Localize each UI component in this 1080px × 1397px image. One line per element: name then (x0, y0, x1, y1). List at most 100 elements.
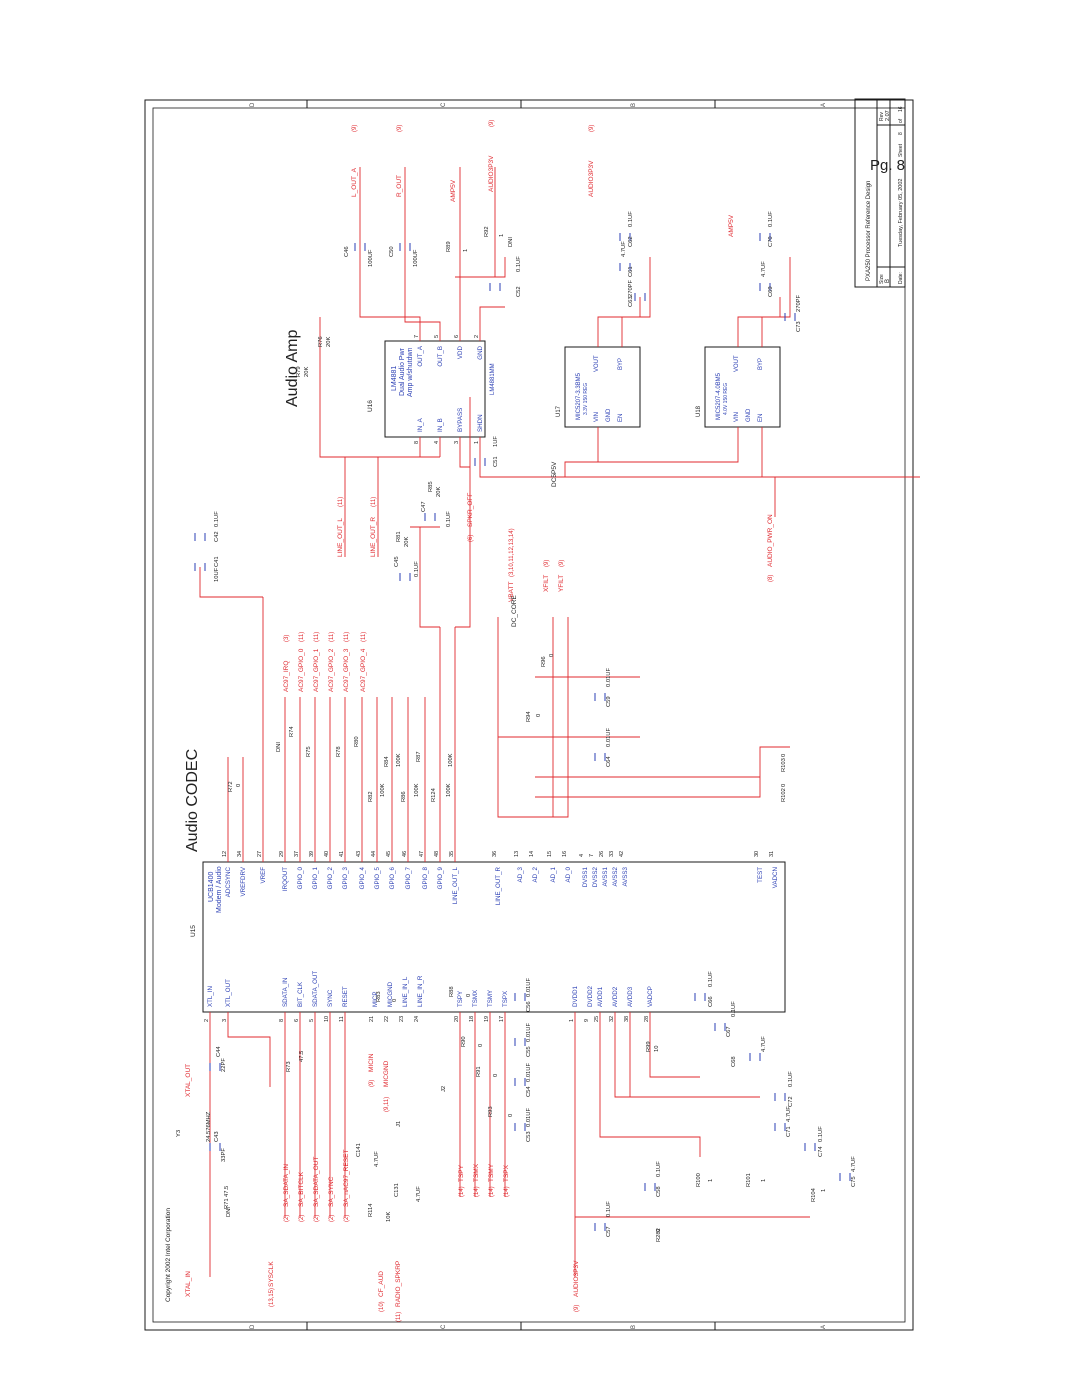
codec-pin-num: 38 (624, 1016, 630, 1022)
amp-pin-num: 6 (454, 335, 460, 338)
svg-text:R104: R104 (811, 1187, 817, 1202)
amp-pin-name: SHDN (477, 414, 484, 432)
svg-text:0.01UF: 0.01UF (606, 668, 612, 687)
codec-pin-name: TSMY (487, 990, 494, 1007)
codec-pin-num: 23 (399, 1016, 405, 1022)
svg-text:1: 1 (821, 1189, 827, 1192)
svg-text:C59: C59 (606, 696, 612, 707)
codec-pin-name: ADCSYNC (225, 866, 232, 897)
svg-text:C58: C58 (656, 1186, 662, 1197)
net-cf-aud: CF_AUD (378, 1271, 385, 1297)
svg-text:(14): (14) (504, 1186, 510, 1197)
amp-pin-name: GND (477, 345, 484, 359)
net-sysclk: SYSCLK (268, 1261, 275, 1287)
svg-text:R73: R73 (286, 1061, 292, 1072)
svg-text:4.7UF: 4.7UF (761, 261, 767, 277)
amp-pin-name: OUT_A (417, 345, 424, 367)
svg-text:0: 0 (478, 1044, 484, 1047)
svg-text:100K: 100K (448, 753, 454, 767)
codec-pin-num: 28 (644, 1016, 650, 1022)
page-number: Pg. 8 (870, 157, 905, 174)
svg-text:24.576MHZ: 24.576MHZ (206, 1111, 212, 1142)
svg-text:R78: R78 (336, 746, 342, 757)
svg-text:C75: C75 (851, 1176, 857, 1187)
svg-text:0: 0 (466, 994, 472, 997)
component-labels: R76 20K R79 20K C46 100UF C50 100UF R89 … (176, 211, 857, 1242)
codec-pin-name: DVDD2 (587, 985, 594, 1007)
codec-pin-num: 19 (484, 1016, 490, 1022)
amp-pin-num: 4 (434, 441, 440, 444)
svg-text:4.7UF: 4.7UF (786, 1106, 792, 1122)
svg-text:100K: 100K (396, 753, 402, 767)
svg-text:C55: C55 (526, 1046, 532, 1057)
svg-text:(11): (11) (396, 1312, 402, 1322)
svg-text:GND: GND (746, 408, 752, 422)
svg-text:3.3V 150 REG: 3.3V 150 REG (583, 383, 589, 415)
codec-pin-num: 45 (386, 851, 392, 857)
svg-text:C71: C71 (786, 1126, 792, 1137)
svg-text:20K: 20K (436, 487, 442, 497)
amp-part: LM4881 (391, 366, 398, 391)
codec-pin-num: 3 (222, 1019, 228, 1022)
net-reset: SA_nAC97_RESET (343, 1150, 350, 1207)
codec-pin-num: 42 (619, 851, 625, 857)
net-xfilt: XFILT (543, 575, 550, 592)
svg-text:0: 0 (781, 754, 787, 757)
zone-letter: A (821, 1325, 827, 1329)
wires (199, 167, 920, 1277)
size-value: B (885, 279, 891, 283)
svg-text:1UF: 1UF (493, 436, 499, 447)
svg-text:C73: C73 (796, 321, 802, 332)
svg-text:4.7UF: 4.7UF (851, 1156, 857, 1172)
svg-text:C141: C141 (356, 1143, 362, 1157)
net-audio3p3v: AUDIO3P3V (488, 155, 495, 192)
svg-text:BYP: BYP (618, 358, 624, 370)
svg-text:EN: EN (758, 414, 764, 422)
svg-text:0: 0 (508, 1114, 514, 1117)
svg-text:DNI: DNI (226, 1207, 232, 1217)
codec-pin-name: AD_0 (565, 866, 572, 882)
codec-pin-num: 15 (547, 851, 553, 857)
codec-pin-num: 7 (589, 854, 595, 857)
svg-text:(14): (14) (474, 1186, 480, 1197)
net-audio3p3v-3: AUDIO3P3V (573, 1260, 580, 1297)
svg-text:47.5: 47.5 (299, 1051, 305, 1062)
svg-text:C47: C47 (421, 501, 427, 512)
zone-letter: B (631, 103, 637, 107)
codec-pin-num: 6 (294, 1019, 300, 1022)
svg-text:1: 1 (761, 1179, 767, 1182)
svg-text:R82: R82 (368, 791, 374, 802)
svg-text:R114: R114 (368, 1203, 374, 1217)
net-amp5v-2: AMP5V (728, 214, 735, 237)
codec-pin-name: VREFDRV (240, 866, 247, 896)
codec-pin-name: LINE_OUT_L (452, 866, 459, 904)
svg-text:(11): (11) (338, 497, 344, 507)
net-l-out-a: L_OUT_A (351, 167, 358, 197)
svg-text:20K: 20K (326, 337, 332, 347)
codec-pin-num: 2 (204, 1019, 210, 1022)
codec-pin-num: 25 (594, 1016, 600, 1022)
amp-pin-num: 3 (454, 441, 460, 444)
codec-pin-num: 34 (237, 851, 243, 857)
net-gpio3: AC97_GPIO_3 (343, 648, 350, 692)
svg-text:0.1UF: 0.1UF (606, 1201, 612, 1217)
size-label: Size (879, 274, 885, 284)
svg-text:10UF: 10UF (214, 567, 220, 582)
svg-text:GND: GND (606, 408, 612, 422)
svg-text:(9): (9) (369, 1080, 375, 1087)
codec-pin-name: TEST (757, 867, 764, 883)
codec-ic: U15 UCB1400 Modem / Audio (190, 861, 786, 1013)
net-tspy: TSPY (458, 1164, 465, 1182)
svg-text:0.1UF: 0.1UF (656, 1161, 662, 1177)
svg-text:R79: R79 (296, 366, 302, 377)
codec-pin-name: AVSS1 (602, 866, 609, 886)
svg-text:1: 1 (463, 249, 469, 252)
svg-text:(9): (9) (397, 125, 403, 132)
codec-pin-num: 5 (309, 1019, 315, 1022)
net-yfilt: YFILT (558, 575, 565, 592)
svg-text:C54: C54 (526, 1086, 532, 1097)
amp-pin-name: BYPASS (457, 408, 464, 432)
svg-text:R94: R94 (526, 711, 532, 722)
svg-text:R96: R96 (541, 656, 547, 667)
